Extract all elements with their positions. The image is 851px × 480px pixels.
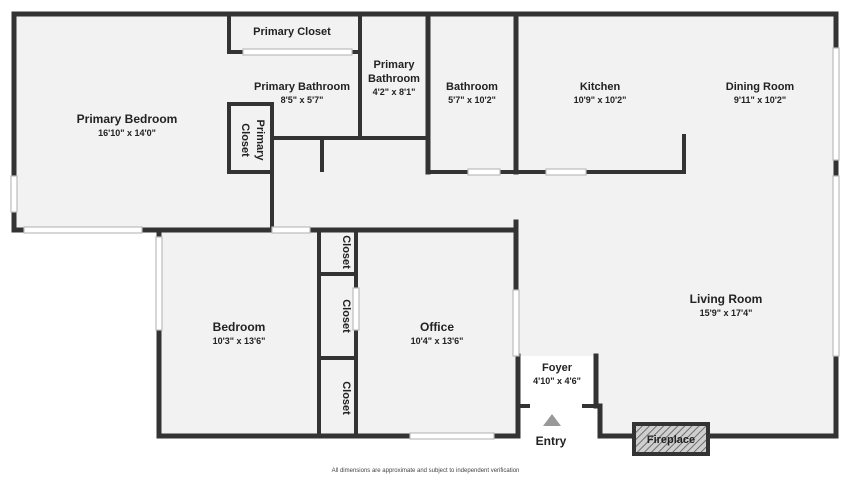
living-room-dims: 15'9" x 17'4" (700, 308, 753, 318)
closet-2-name: Closet (340, 299, 352, 333)
bathroom-name: Bathroom (446, 81, 498, 93)
primary-bathroom-small-name-2: Bathroom (368, 73, 420, 85)
living-room-name: Living Room (690, 292, 763, 306)
primary-closet-side-name-2: Closet (239, 123, 251, 157)
dining-room-dims: 9'11" x 10'2" (734, 95, 786, 105)
closet-1-name: Closet (340, 235, 352, 269)
closet-3-name: Closet (340, 381, 352, 415)
primary-closet-top-name: Primary Closet (253, 26, 331, 38)
primary-closet-side-name-1: Primary (254, 120, 266, 162)
primary-bathroom-dims: 8'5" x 5'7" (281, 95, 324, 105)
floor-fills (14, 14, 836, 436)
primary-bedroom-name: Primary Bedroom (77, 112, 178, 126)
fireplace-name: Fireplace (647, 434, 695, 446)
kitchen-dims: 10'9" x 10'2" (574, 95, 627, 105)
dining-room-name: Dining Room (726, 81, 795, 93)
bedroom-dims: 10'3" x 13'6" (213, 336, 266, 346)
primary-bathroom-small-name-1: Primary (374, 59, 416, 71)
entry-arrow-icon (543, 414, 561, 426)
primary-bathroom-name: Primary Bathroom (254, 81, 350, 93)
walls (11, 11, 839, 456)
foyer-name: Foyer (542, 362, 573, 374)
foyer-dims: 4'10" x 4'6" (533, 376, 581, 386)
room-labels: Primary Closet Primary Bedroom 16'10" x … (77, 26, 795, 448)
windows (10, 47, 840, 440)
entry-label: Entry (536, 434, 567, 448)
bedroom-name: Bedroom (213, 320, 266, 334)
office-dims: 10'4" x 13'6" (411, 336, 464, 346)
kitchen-name: Kitchen (580, 81, 621, 93)
bathroom-dims: 5'7" x 10'2" (448, 95, 496, 105)
primary-bedroom-dims: 16'10" x 14'0" (98, 128, 156, 138)
disclaimer-text: All dimensions are approximate and subje… (331, 468, 520, 474)
primary-bathroom-small-dims: 4'2" x 8'1" (373, 87, 416, 97)
office-name: Office (420, 320, 454, 334)
